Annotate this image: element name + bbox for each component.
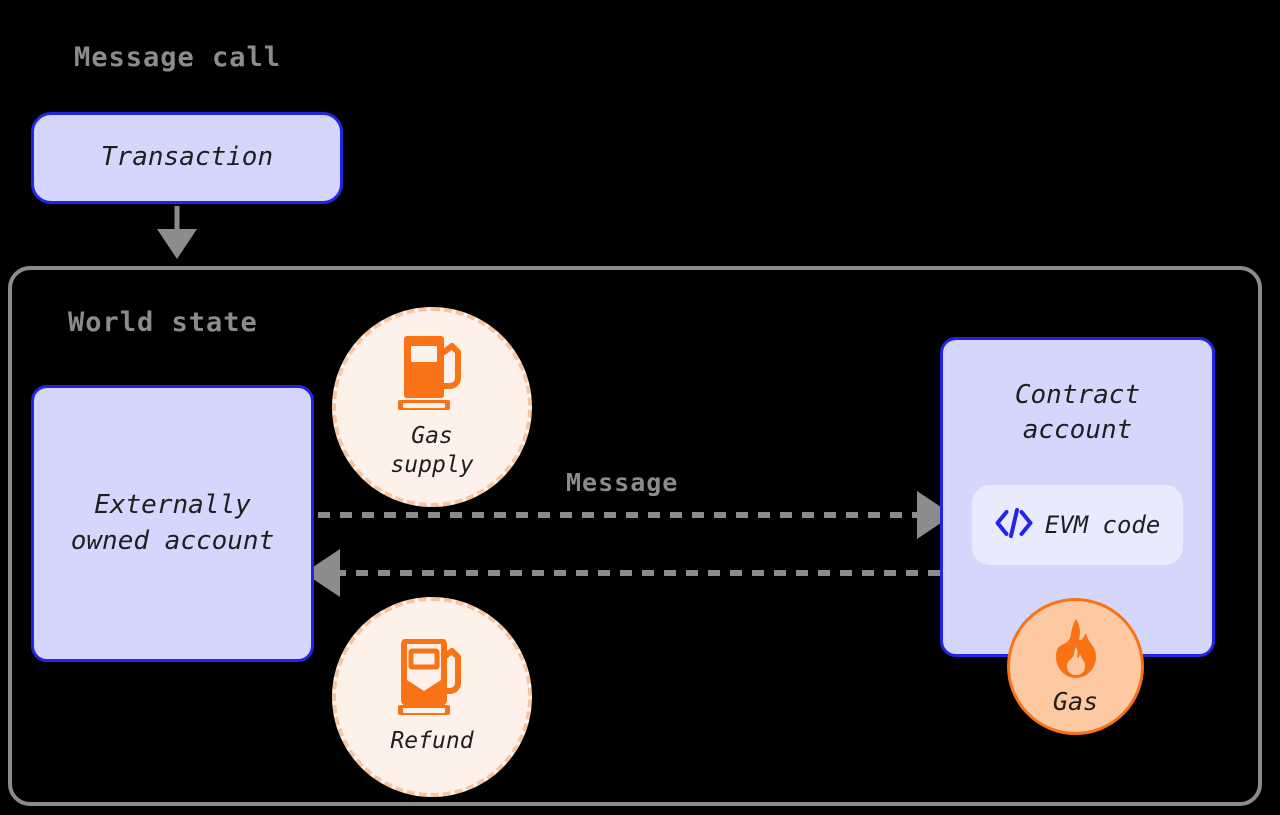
- externally-owned-account-node[interactable]: Externally owned account: [31, 385, 314, 662]
- contract-account-label: Contract account: [1014, 380, 1141, 446]
- flame-icon: [1047, 617, 1105, 685]
- world-state-label: World state: [68, 307, 258, 338]
- page-title: Message call: [74, 42, 282, 73]
- transaction-node[interactable]: Transaction: [31, 112, 343, 204]
- refund-label: Refund: [390, 727, 474, 754]
- gas-pump-full-icon: [396, 334, 468, 416]
- refund-node[interactable]: Refund: [332, 597, 532, 797]
- evm-code-chip[interactable]: EVM code: [972, 485, 1183, 565]
- externally-owned-account-label: Externally owned account: [70, 490, 275, 556]
- evm-code-label: EVM code: [1044, 511, 1161, 539]
- gas-supply-node[interactable]: Gas supply: [332, 307, 532, 507]
- code-brackets-icon: [995, 508, 1033, 542]
- gas-supply-label: Gas supply: [390, 423, 474, 478]
- transaction-label: Transaction: [100, 142, 274, 173]
- edge-label-message: Message: [566, 468, 679, 497]
- gas-badge-node[interactable]: Gas: [1007, 598, 1144, 735]
- gas-badge-label: Gas: [1052, 687, 1099, 716]
- world-state-container: [8, 266, 1262, 806]
- gas-pump-partial-icon: [396, 637, 468, 721]
